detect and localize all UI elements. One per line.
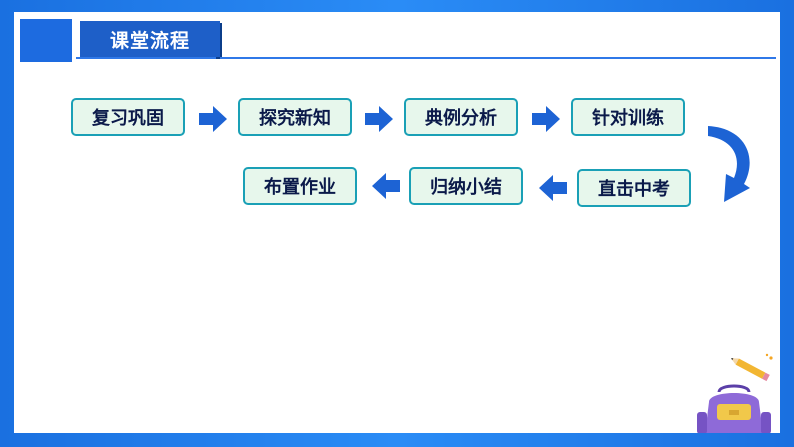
section-title-text: 课堂流程 (109, 29, 190, 52)
title-underline (220, 57, 776, 59)
step-label: 探究新知 (259, 108, 331, 129)
curved-arrow-down-icon (708, 126, 750, 202)
arrow-left-icon (372, 173, 400, 199)
title-underline-left (76, 57, 216, 59)
step-box-practice: 针对训练 (571, 98, 685, 136)
step-label: 针对训练 (592, 108, 664, 129)
step-box-examples: 典例分析 (404, 98, 518, 136)
step-box-explore: 探究新知 (238, 98, 352, 136)
step-label: 复习巩固 (92, 108, 164, 129)
step-label: 归纳小结 (430, 177, 502, 198)
arrow-right-icon (365, 106, 393, 132)
step-box-review: 复习巩固 (71, 98, 185, 136)
arrow-right-icon (199, 106, 227, 132)
step-label: 布置作业 (264, 177, 336, 198)
step-label: 典例分析 (425, 108, 497, 129)
step-label: 直击中考 (598, 179, 670, 200)
step-box-summary: 归纳小结 (409, 167, 523, 205)
step-box-homework: 布置作业 (243, 167, 357, 205)
pencil-icon (731, 353, 773, 382)
slide-canvas: 课堂流程 复习巩固 探究新知 典例分析 针对训练 (14, 12, 780, 433)
step-box-exam: 直击中考 (577, 169, 691, 207)
section-title: 课堂流程 (76, 21, 220, 57)
arrow-right-icon (532, 106, 560, 132)
corner-square-decoration (20, 19, 72, 62)
backpack-icon (697, 384, 771, 433)
arrow-left-icon (539, 175, 567, 201)
